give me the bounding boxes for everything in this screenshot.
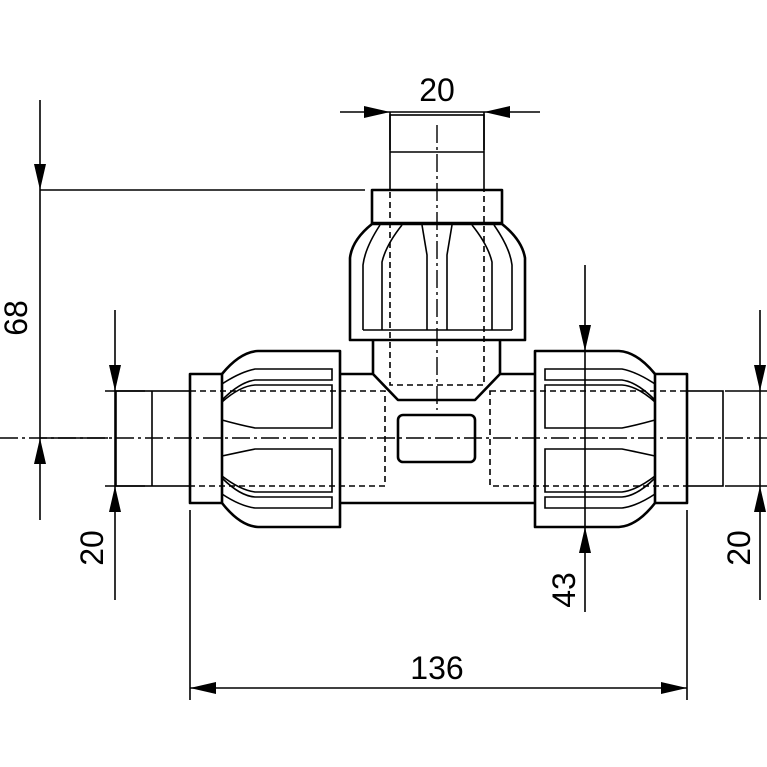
dimension-label-right: 20 — [721, 530, 757, 566]
dimension-left-diameter: 20 — [74, 310, 145, 600]
dimension-label-nut: 43 — [546, 572, 582, 608]
centerlines — [0, 125, 767, 439]
dimension-total-length: 136 — [189, 510, 688, 700]
dimension-label-height: 68 — [0, 300, 34, 336]
dimension-top-diameter: 20 — [340, 72, 540, 150]
dimension-nut-diameter: 43 — [546, 265, 591, 612]
top-branch — [348, 114, 527, 402]
dimension-label-length: 136 — [410, 650, 463, 686]
dimension-label-left: 20 — [74, 530, 110, 566]
dimension-height: 68 — [0, 100, 365, 520]
dimension-label-top: 20 — [419, 72, 455, 108]
dimension-right-diameter: 20 — [721, 310, 767, 600]
left-nut — [115, 349, 342, 529]
right-nut — [533, 349, 724, 529]
